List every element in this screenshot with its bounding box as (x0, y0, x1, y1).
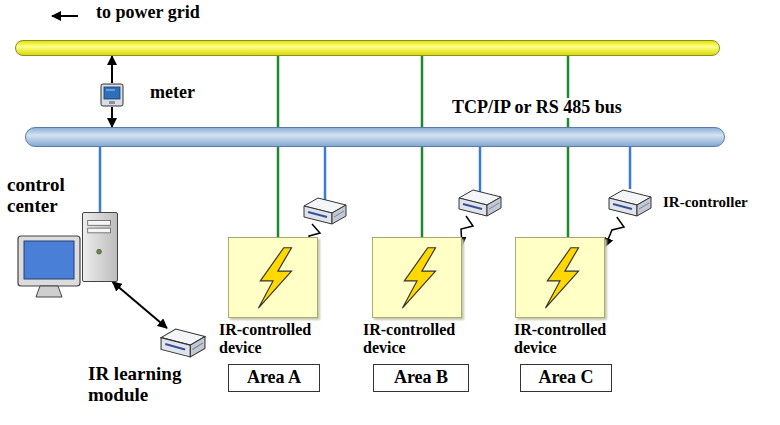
node-label: IR-controlled device (219, 321, 344, 356)
ir-controlled-device: IR-controlled device (372, 237, 462, 318)
node-label: Area B (394, 368, 448, 388)
module-icon (609, 190, 651, 216)
connector (605, 217, 624, 247)
tower-details (83, 213, 117, 281)
ir-learning-module: IR learning module (160, 328, 206, 358)
ir-controlled-device: IR-controlled device (515, 237, 605, 318)
node-label: to power grid (96, 3, 200, 23)
ir-controller: IR-controller (608, 189, 652, 217)
connector (111, 56, 113, 83)
lightning-symbol (402, 248, 435, 308)
connector (629, 147, 632, 189)
connector (113, 282, 167, 328)
communication-bus: TCP/IP or RS 485 bus (25, 127, 725, 147)
node-label: control center (7, 175, 81, 217)
ir-controller-icon (459, 190, 501, 216)
module-icon (160, 328, 206, 358)
node-label: meter (150, 83, 195, 103)
node-label: TCP/IP or RS 485 bus (449, 98, 625, 118)
lightning-symbol (516, 238, 604, 317)
monitor-stand (36, 286, 62, 297)
module-icon (161, 329, 205, 357)
power-grid-line: to power grid (15, 40, 720, 56)
drive-bay (88, 228, 111, 233)
module-icon (608, 189, 652, 217)
node-label: IR learning module (88, 364, 218, 406)
meter-symbol (101, 84, 123, 106)
direction-arrow (52, 15, 78, 17)
node-label: IR-controlled device (514, 321, 639, 356)
area-box: Area A (228, 364, 320, 392)
bus-wire (479, 147, 482, 195)
lightning-symbol (229, 238, 317, 317)
area-box: Area C (520, 364, 612, 392)
meter-symbol (100, 83, 124, 107)
monitor-screen (24, 241, 74, 279)
node-label: Area C (538, 368, 593, 388)
connector (99, 147, 102, 212)
node-label: Area A (247, 368, 301, 388)
node-label: IR-controller (663, 194, 748, 211)
control-center-computer: control center (82, 212, 118, 282)
ir-signal-arrow (461, 216, 473, 246)
bus-wire (324, 147, 327, 203)
area-box: Area B (373, 364, 469, 392)
lightning-symbol (545, 248, 578, 308)
lightning-symbol (373, 238, 461, 317)
meter-icon: meter (100, 83, 124, 107)
drive-bay (88, 221, 111, 226)
monitor (18, 236, 80, 286)
node-label: IR-controlled device (363, 321, 488, 356)
lightning-symbol (258, 248, 291, 308)
ir-controller-icon (304, 198, 346, 224)
connector (111, 107, 113, 127)
ir-controlled-device: IR-controlled device (228, 237, 318, 318)
power-button (97, 249, 102, 254)
